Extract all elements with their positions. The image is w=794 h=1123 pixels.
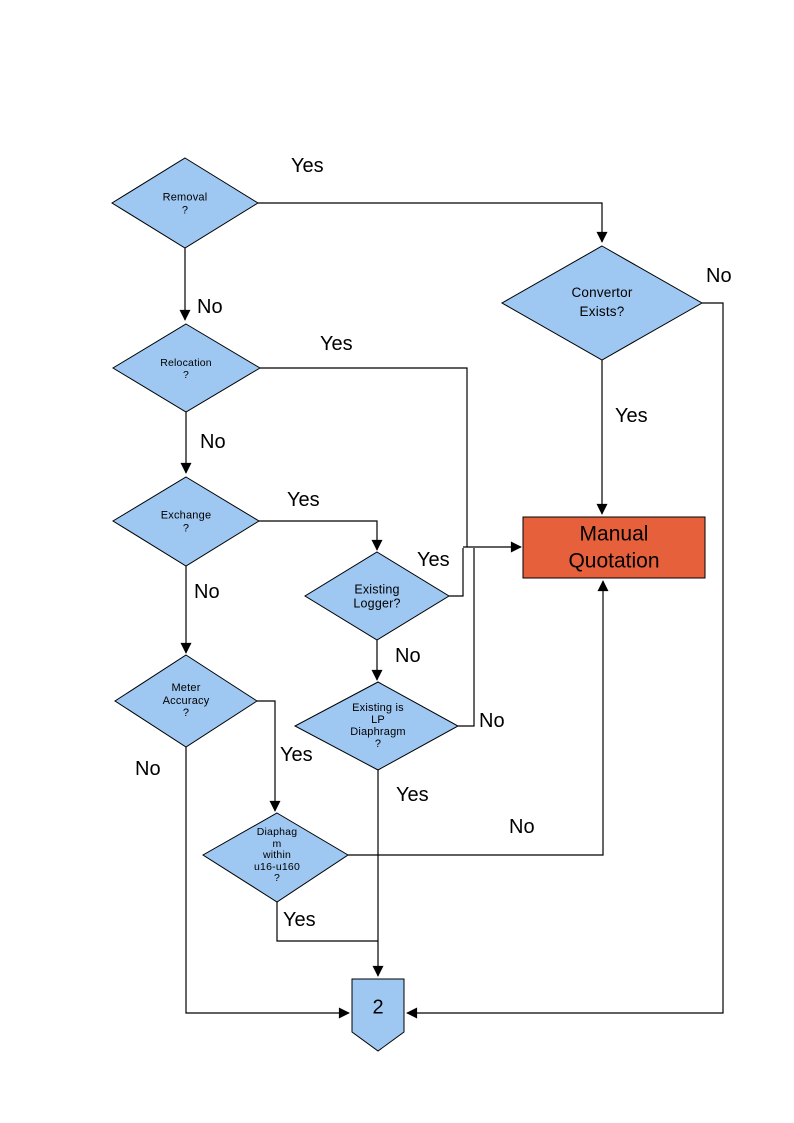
edge-label-diaphragm-within-no: No [509,816,535,838]
edge-convertor-no [406,302,724,1019]
edge-label-existing-logger-no: No [395,645,421,667]
edge-existing-logger-yes [449,548,464,597]
decision-diaphragm-within [202,812,349,903]
edge-label-convertor-no: No [706,265,732,287]
decision-convertor-exists-label: Convertor Exists? [571,285,633,319]
decision-removal-label: Removal ? [162,191,208,216]
offpage-connector-2 [351,978,405,1052]
decision-removal [111,157,259,249]
decision-relocation [112,323,261,413]
edge-diaphragm-within-no [348,580,609,856]
decision-meter-accuracy-label: Meter Accuracy ? [162,682,210,720]
edge-label-exchange-no: No [194,581,220,603]
decision-diaphragm-within-label: Diaphag m within u16-u160 ? [254,826,300,885]
edge-label-relocation-yes: Yes [320,333,353,355]
edge-label-meter-accuracy-no: No [135,758,161,780]
edge-label-convertor-yes: Yes [615,405,648,427]
decision-relocation-label: Relocation ? [160,356,212,381]
decision-existing-logger [304,551,450,641]
edge-meter-accuracy-yes [257,700,281,812]
offpage-connector-2-label: 2 [372,996,384,1019]
decision-meter-accuracy [114,654,258,748]
edge-meter-accuracy-no [185,747,350,1019]
edge-label-existing-logger-yes: Yes [417,549,450,571]
edge-label-diaphragm-within-yes: Yes [283,909,316,931]
edge-relocation-yes [260,367,468,547]
process-manual-quotation [522,516,706,579]
edge-diaphragm-within-yes [276,902,378,942]
decision-existing-logger-label: Existing Logger? [353,582,401,611]
edge-label-meter-accuracy-yes: Yes [280,744,313,766]
decision-convertor-exists [500,245,704,361]
edge-label-removal-no: No [197,296,223,318]
decision-exchange [112,476,260,567]
process-manual-quotation-label: Manual Quotation [568,522,660,573]
edge-lp-diaphragm-no [458,548,475,727]
edge-label-lp-diaphragm-yes: Yes [396,784,429,806]
edge-exchange-yes [259,520,383,551]
decision-existing-lp-diaphragm [293,681,460,771]
edge-label-removal-yes: Yes [291,155,324,177]
decision-existing-lp-diaphragm-label: Existing is LP Diaphragm ? [350,701,406,751]
edge-removal-yes [258,202,608,243]
edge-label-relocation-no: No [200,431,226,453]
decision-exchange-label: Exchange ? [160,509,212,534]
edge-label-exchange-yes: Yes [287,489,320,511]
edge-label-lp-diaphragm-no: No [479,710,505,732]
